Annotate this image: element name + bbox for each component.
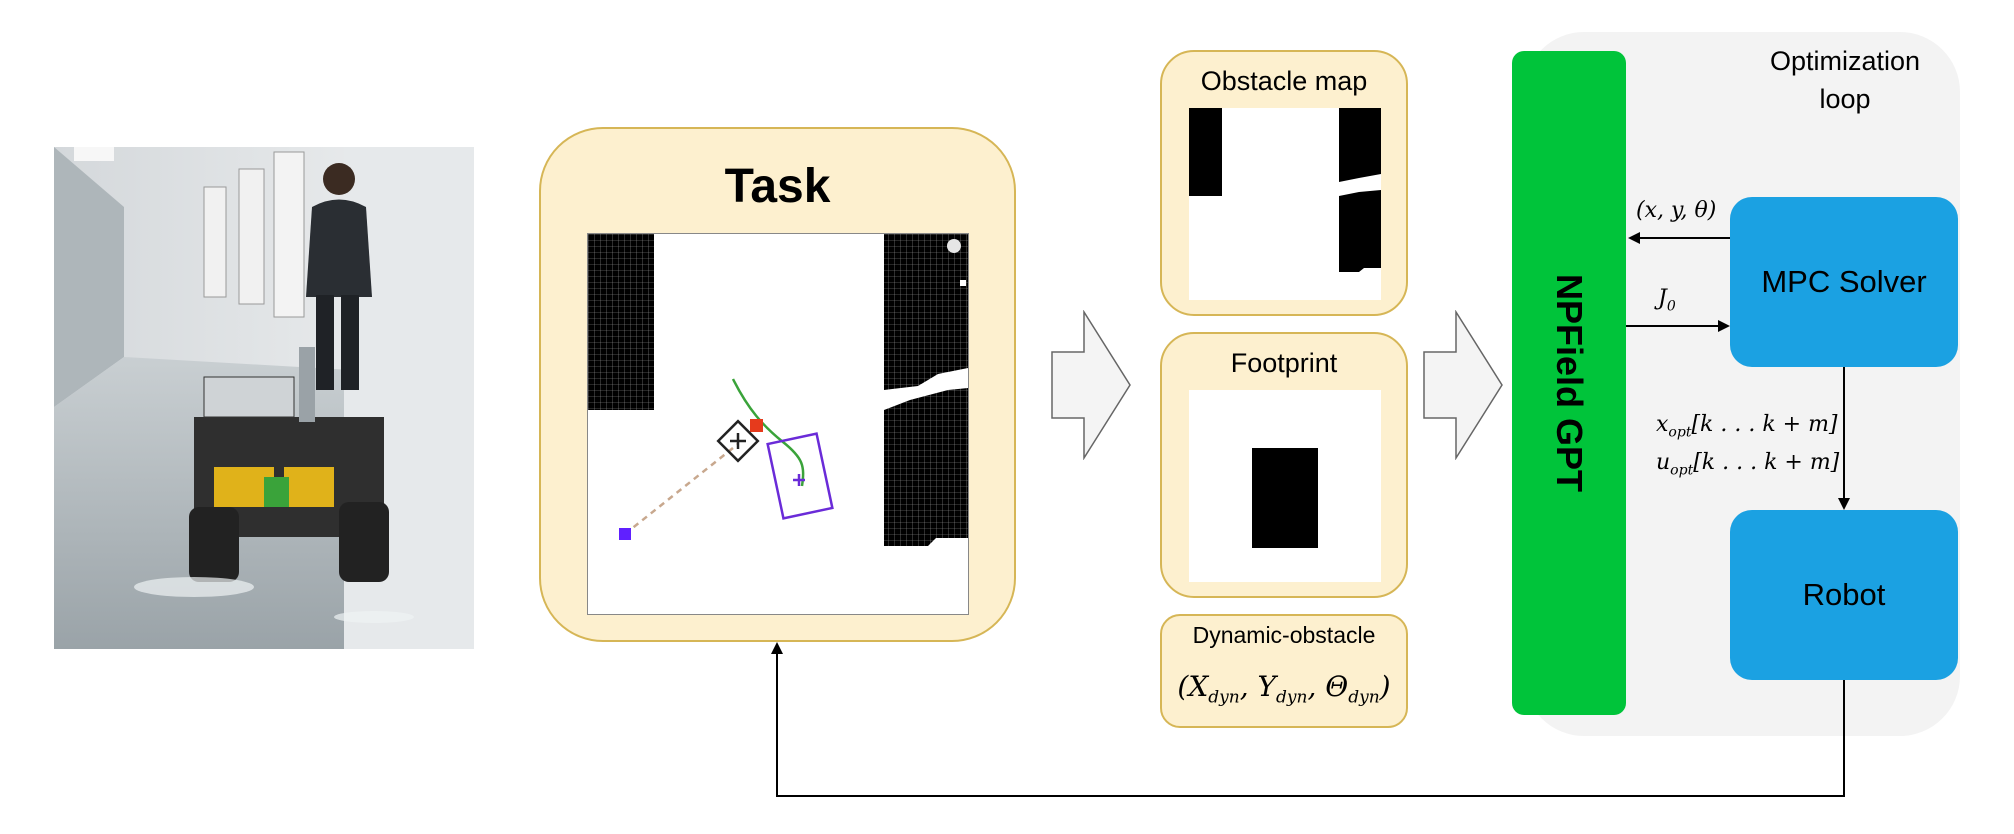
trajectory-path [731, 378, 805, 487]
task-title: Task [724, 160, 831, 213]
dynamic-obstacle-box: Dynamic-obstacle (Xdyn, Ydyn, Θdyn) [1160, 614, 1408, 728]
dynamic-obstacle-title: Dynamic-obstacle [1192, 622, 1376, 648]
npfield-gpt-label: NPField GPT [1549, 273, 1590, 493]
robot-pose-marker [716, 419, 760, 463]
npfield-gpt-block: NPField GPT [1512, 51, 1626, 715]
footprint-box: Footprint [1160, 332, 1408, 598]
flow-arrow-2 [1423, 310, 1503, 460]
flow-arrow-1 [1051, 310, 1131, 460]
robot-photo [54, 147, 474, 649]
task-map [587, 233, 969, 615]
mpc-solver-block: MPC Solver [1730, 197, 1958, 367]
x-opt-label: xopt[k . . . k + m] [1656, 412, 1838, 441]
dynamic-obstacle-footprint [766, 432, 834, 520]
robot-label: Robot [1802, 577, 1886, 612]
state-label: (x, y, θ) [1636, 198, 1717, 223]
footprint-title: Footprint [1230, 348, 1338, 378]
dynamic-obstacle-tuple: (Xdyn, Ydyn, Θdyn) [1177, 670, 1391, 708]
cost-label: J0 [1658, 286, 1676, 315]
goal-link-line [624, 443, 739, 535]
goal-marker [619, 528, 631, 540]
task-box: Task [539, 127, 1016, 642]
mpc-solver-label: MPC Solver [1761, 264, 1927, 299]
footprint-image [1189, 390, 1381, 582]
target-marker [750, 419, 763, 432]
obstacle-map-box: Obstacle map [1160, 50, 1408, 316]
obstacle-map-image [1189, 108, 1381, 300]
u-opt-label: uopt[k . . . k + m] [1656, 450, 1840, 479]
task-obstacles [588, 234, 968, 546]
optimization-loop-label: Optimization loop [1769, 46, 1921, 114]
robot-block: Robot [1730, 510, 1958, 680]
obstacle-map-title: Obstacle map [1200, 66, 1368, 96]
